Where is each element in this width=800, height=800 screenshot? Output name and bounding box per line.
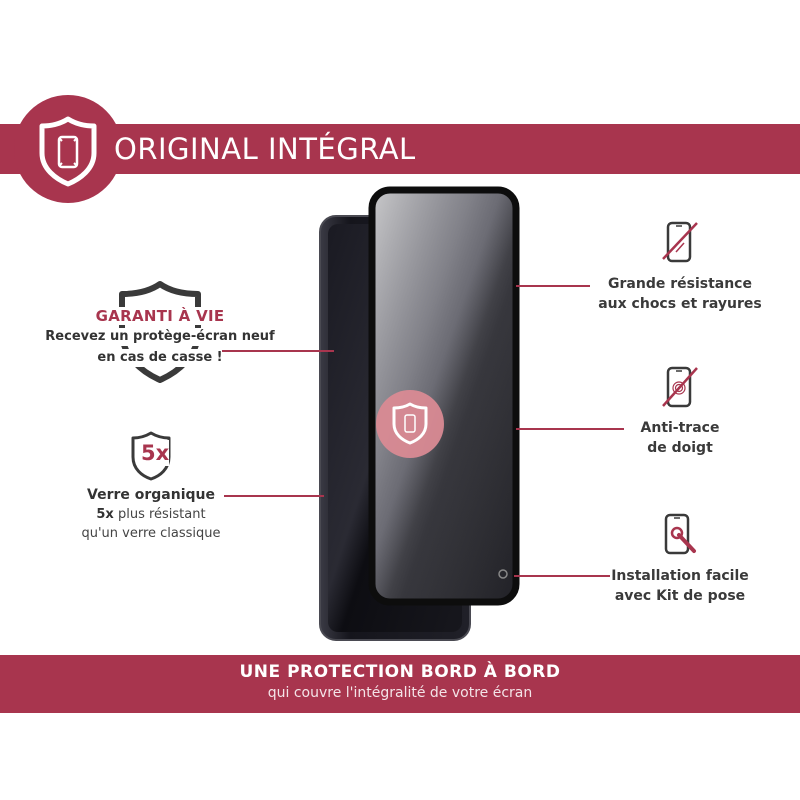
feature-1-line-1: Grande résistance <box>608 276 752 292</box>
feature-2-connector <box>516 428 624 430</box>
header-badge <box>14 95 122 203</box>
phone-illustration <box>316 186 522 642</box>
shield-outline-icon <box>119 281 201 383</box>
feature-2-icon <box>660 364 700 410</box>
page-title: ORIGINAL INTÉGRAL <box>114 132 416 166</box>
glass-line-2: 5x plus résistant <box>66 505 236 524</box>
glass-line-2-rest: plus résistant <box>113 507 206 522</box>
warranty-shield-icon <box>112 280 208 384</box>
glass-line-3: qu'un verre classique <box>81 526 221 541</box>
glass-badge: 5x <box>127 430 175 482</box>
glass-title: Verre organique <box>87 487 215 503</box>
footer-title: UNE PROTECTION BORD À BORD <box>239 662 561 682</box>
warranty-connector <box>222 350 334 352</box>
glass-badge-text: 5x <box>141 440 170 466</box>
phone-scratch-icon <box>662 221 698 263</box>
feature-3-icon <box>660 511 700 557</box>
phone-wrench-icon <box>664 513 696 555</box>
glass-text: Verre organique 5x plus résistant qu'un … <box>66 486 236 543</box>
warranty-line-2: en cas de casse ! <box>97 349 223 367</box>
warranty-title: GARANTI À VIE <box>91 307 229 325</box>
feature-2-line-2: de doigt <box>647 440 713 456</box>
footer-banner: UNE PROTECTION BORD À BORD qui couvre l'… <box>0 655 800 713</box>
phone-fingerprint-icon <box>662 366 698 408</box>
warranty-line-1: Recevez un protège-écran neuf <box>45 328 275 346</box>
shield-5x-icon <box>131 431 171 481</box>
feature-2-text: Anti-trace de doigt <box>580 418 780 458</box>
glass-connector <box>224 495 324 497</box>
feature-1-icon <box>660 219 700 263</box>
feature-3-line-1: Installation facile <box>611 568 749 584</box>
glass-line-2-bold: 5x <box>96 507 114 522</box>
header-banner <box>0 124 800 174</box>
feature-3-connector <box>514 575 610 577</box>
feature-1-connector <box>516 285 590 287</box>
feature-3-line-2: avec Kit de pose <box>614 588 746 604</box>
feature-1-text: Grande résistance aux chocs et rayures <box>580 274 780 314</box>
footer-subtitle: qui couvre l'intégralité de votre écran <box>267 685 533 701</box>
shield-phone-icon <box>39 116 97 187</box>
feature-1-line-2: aux chocs et rayures <box>598 296 762 312</box>
feature-3-text: Installation facile avec Kit de pose <box>580 566 780 606</box>
feature-2-line-1: Anti-trace <box>640 420 720 436</box>
warranty-text: GARANTI À VIE Recevez un protège-écran n… <box>0 306 320 367</box>
